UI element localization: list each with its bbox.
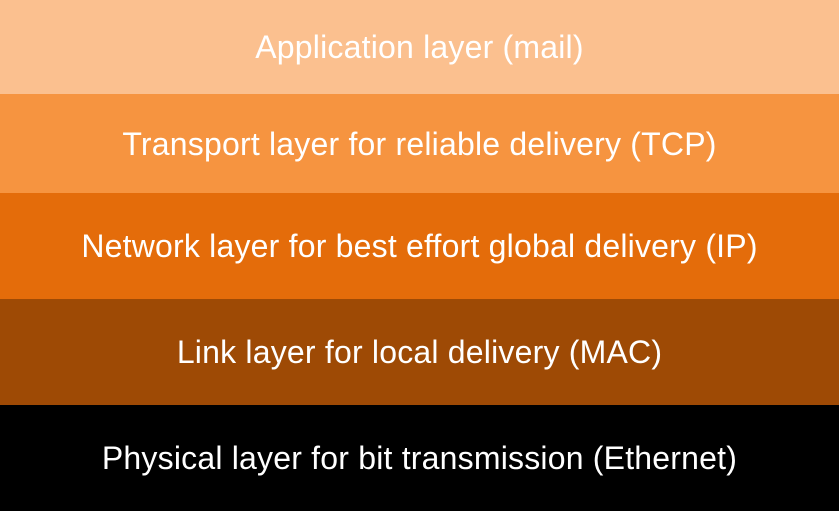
layer-application: Application layer (mail) <box>0 0 839 94</box>
layer-transport-label: Transport layer for reliable delivery (T… <box>122 125 717 162</box>
layer-application-label: Application layer (mail) <box>255 29 584 65</box>
layer-physical: Physical layer for bit transmission (Eth… <box>0 405 839 511</box>
layer-network-label: Network layer for best effort global del… <box>81 228 758 264</box>
layer-physical-label: Physical layer for bit transmission (Eth… <box>101 440 738 476</box>
layer-network: Network layer for best effort global del… <box>0 193 839 299</box>
layer-link-label: Link layer for local delivery (MAC) <box>176 334 663 370</box>
layer-transport: Transport layer for reliable delivery (T… <box>0 94 839 193</box>
layer-link: Link layer for local delivery (MAC) <box>0 299 839 405</box>
